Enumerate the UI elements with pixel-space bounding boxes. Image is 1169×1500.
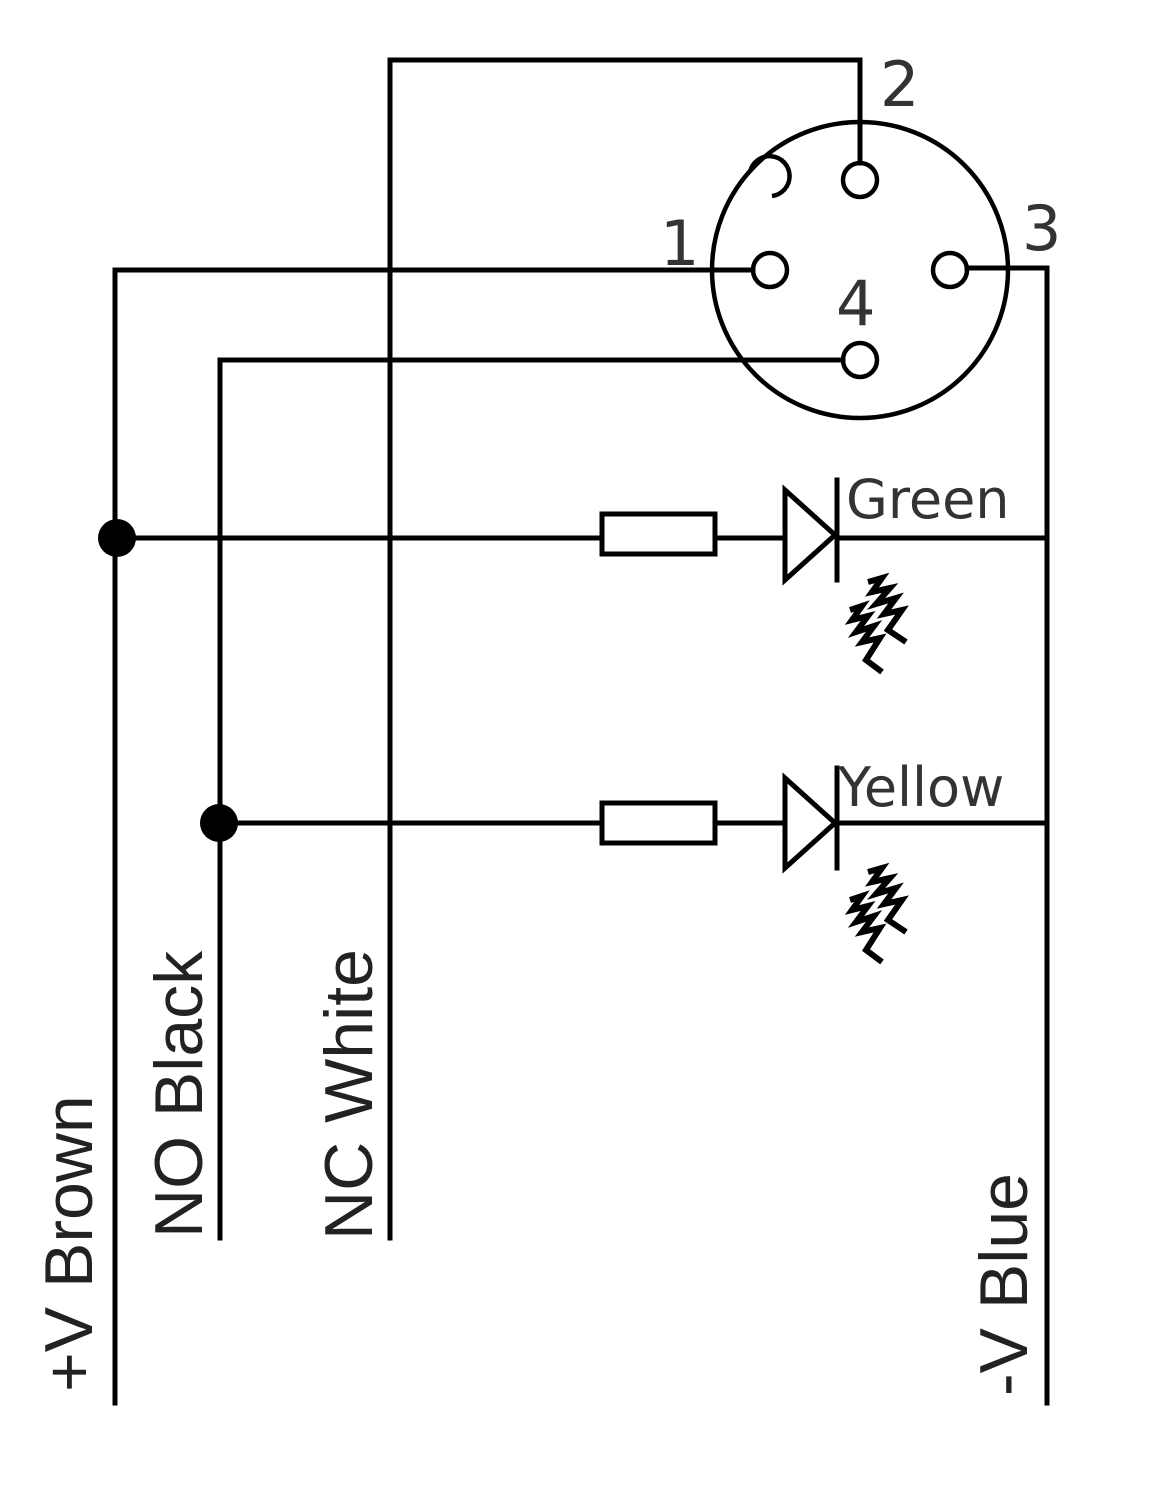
wire-label-nc-white: NC White [311,949,387,1240]
pin-1-hole [750,250,790,290]
yellow-led-emission-arrows-icon [844,862,909,965]
connector-key-notch [747,153,792,199]
wire-label-no-black: NO Black [141,950,217,1238]
pin-3-hole [930,250,970,290]
wire-minus-v-blue [964,265,1050,1406]
pin-4-hole [840,340,880,380]
green-resistor [599,511,718,557]
pin-4-label: 4 [836,267,875,340]
wire-nc-white [387,57,863,1241]
pin-3-label: 3 [1022,192,1061,265]
green-led-triangle [782,484,839,586]
pin-2-hole [840,160,880,200]
wire-label-minus-v-blue: -V Blue [966,1173,1042,1396]
yellow-led-label: Yellow [837,756,1004,819]
yellow-led-triangle [782,772,839,874]
wire-no-black [217,357,846,1241]
yellow-resistor [599,800,718,846]
wire-label-plus-v-brown: +V Brown [31,1095,107,1392]
green-led-label: Green [846,468,1010,531]
pin-2-label: 2 [880,48,919,121]
green-led-emission-arrows-icon [844,572,909,675]
wire-plus-v-brown [112,267,756,1406]
